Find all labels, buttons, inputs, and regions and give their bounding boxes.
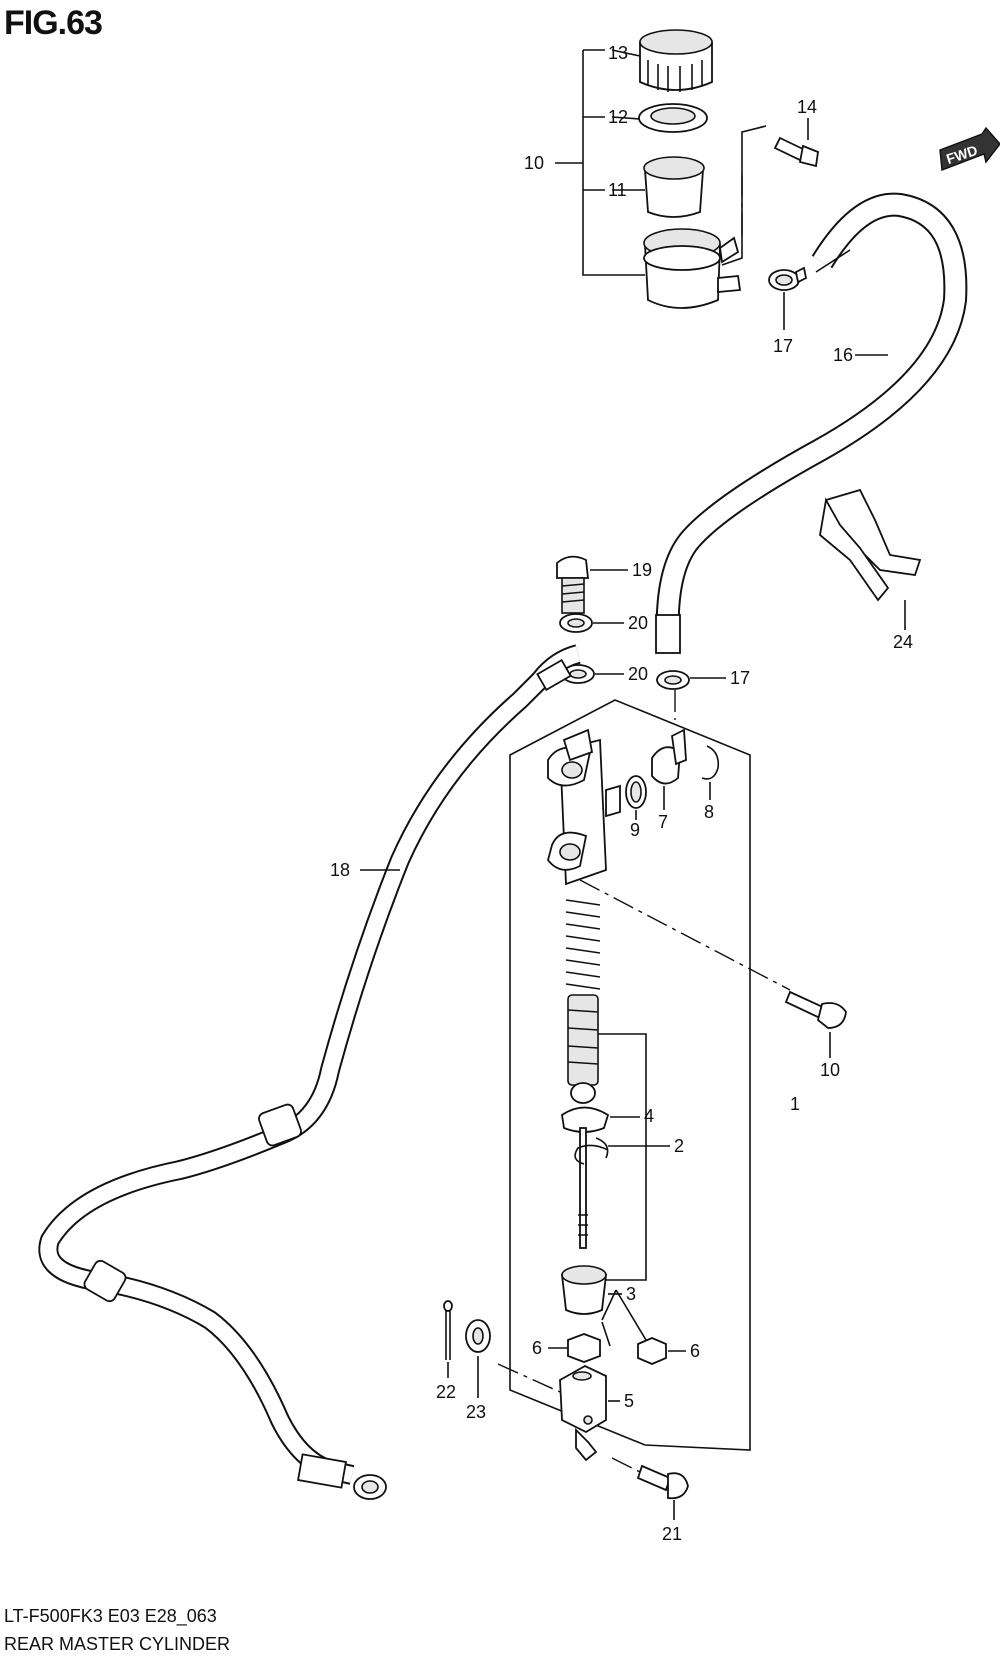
union-bolt-19 [556, 555, 590, 614]
callout-6-right: 6 [690, 1341, 700, 1361]
lock-nut-6-left [567, 1333, 601, 1363]
callout-24: 24 [893, 632, 913, 652]
o-ring-9 [625, 775, 647, 809]
reservoir-diaphragm-12 [643, 156, 705, 218]
master-cylinder-body [547, 728, 621, 886]
callout-5: 5 [624, 1391, 634, 1411]
hose-clamp-17-upper [768, 266, 808, 291]
callout-6-left: 6 [532, 1338, 542, 1358]
clevis-pin-21 [636, 1464, 689, 1500]
figure-title: FIG.63 [4, 4, 103, 42]
circlip-8 [701, 745, 720, 780]
boot-3 [560, 1265, 608, 1315]
brake-hose-18 [38, 644, 581, 1500]
hose-clamp-17-lower [656, 670, 690, 690]
callout-7: 7 [658, 812, 668, 832]
cotter-pin-23 [443, 1300, 453, 1360]
callout-13: 12 [608, 107, 628, 127]
callout-16: 16 [833, 345, 853, 365]
callout-9: 9 [630, 820, 640, 840]
callout-14: 13 [608, 43, 628, 63]
callout-17-lower: 17 [730, 668, 750, 688]
callout-8: 8 [704, 802, 714, 822]
callout-11: 10 [524, 153, 544, 173]
reservoir-cap-14 [639, 29, 713, 92]
fwd-direction-arrow: FWD [939, 126, 1000, 171]
callout-2: 2 [674, 1136, 684, 1156]
callout-21: 21 [662, 1524, 682, 1544]
callout-23: 22 [436, 1382, 456, 1402]
mounting-bolt-10 [784, 990, 847, 1029]
lock-nut-6-right [637, 1337, 667, 1365]
clevis-5 [559, 1364, 607, 1462]
callout-17-upper: 17 [773, 336, 793, 356]
piston-spring [565, 899, 601, 1086]
callout-18: 18 [330, 860, 350, 880]
callout-4: 4 [644, 1106, 654, 1126]
callout-20-lower: 20 [628, 664, 648, 684]
gasket-washer-20-upper [559, 613, 593, 633]
hose-clamp-24 [819, 488, 922, 602]
callout-20-upper: 20 [628, 613, 648, 633]
reservoir-diaphragm-plate-13 [638, 103, 708, 133]
diagram-name: REAR MASTER CYLINDER [4, 1634, 231, 1654]
model-code: LT-F500FK3 E03 E28_063 [4, 1606, 217, 1626]
reservoir-tank-11 [643, 228, 742, 309]
reservoir-hose-16 [655, 192, 968, 654]
callout-3: 3 [626, 1284, 636, 1304]
callout-15: 14 [797, 97, 817, 117]
callout-labels: 13 12 11 10 14 17 16 24 19 20 20 17 8 7 … [330, 43, 913, 1544]
push-rod-boot-4 [561, 1082, 610, 1249]
callout-12: 11 [608, 180, 627, 200]
hose-connector-7 [651, 728, 687, 785]
callout-22: 23 [466, 1402, 486, 1422]
callout-1: 1 [790, 1094, 800, 1114]
callout-10: 10 [820, 1060, 840, 1080]
piston-circlip [574, 1137, 609, 1165]
reservoir-bolt-15 [773, 136, 819, 168]
callout-19: 19 [632, 560, 652, 580]
washer-22 [465, 1319, 491, 1353]
